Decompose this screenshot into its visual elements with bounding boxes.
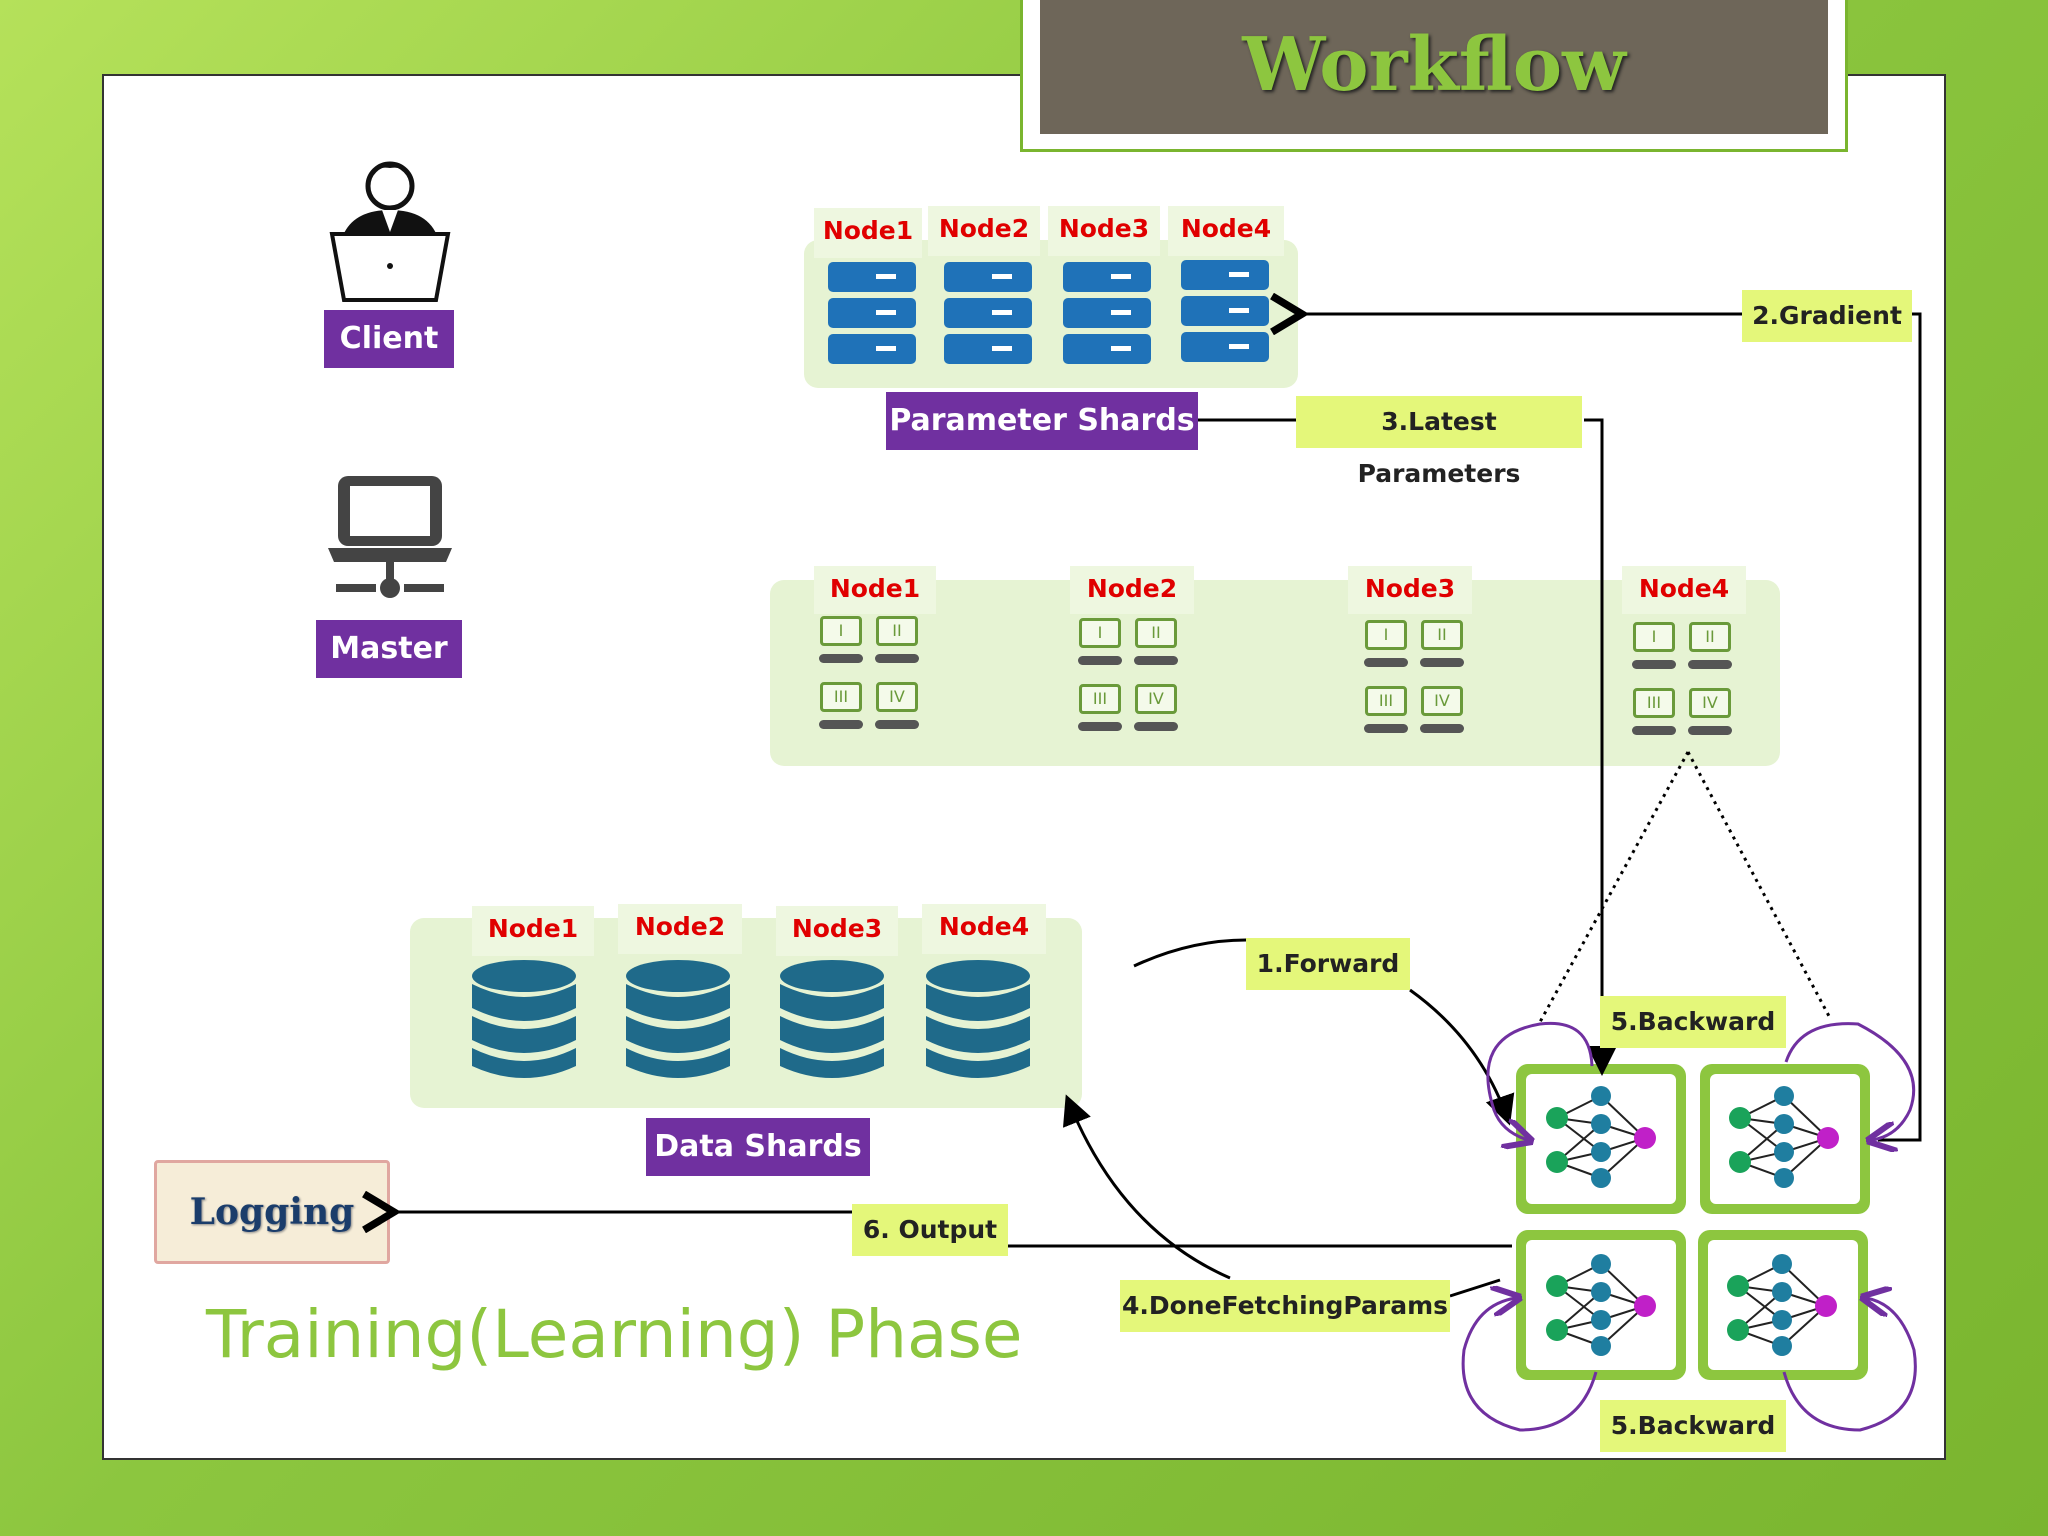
- partition-box: I: [1365, 620, 1407, 650]
- dotted-link: [1538, 751, 1690, 1023]
- replica-node-tab: Node3: [1348, 566, 1472, 614]
- model-replicas-panel: [770, 580, 1780, 766]
- partition-bar: [1688, 726, 1732, 735]
- partition-box: IV: [876, 682, 918, 712]
- partition-box: I: [820, 616, 862, 646]
- partition-box: II: [1421, 620, 1463, 650]
- replica-node-tab: Node2: [1070, 566, 1194, 614]
- partition-bar: [1688, 660, 1732, 669]
- step-output: 6. Output: [852, 1204, 1008, 1256]
- phase-title: Training(Learning) Phase: [206, 1296, 1023, 1373]
- backward-loop: [1486, 1021, 1594, 1140]
- step-backward-bottom: 5.Backward: [1600, 1400, 1786, 1452]
- client-laptop-user-icon: [329, 161, 451, 302]
- server-icon: [1063, 262, 1151, 292]
- partition-bar: [1420, 658, 1464, 667]
- backward-loop: [1461, 1298, 1598, 1432]
- neural-network-icon: [1545, 1253, 1657, 1357]
- dotted-link: [1686, 751, 1832, 1019]
- latest-params-arrow: [1584, 418, 1617, 1076]
- data-node-tab: Node2: [618, 904, 742, 954]
- partition-bar: [1078, 722, 1122, 731]
- server-icon: [828, 262, 916, 292]
- partition-box: I: [1633, 622, 1675, 652]
- partition-box: II: [1135, 618, 1177, 648]
- partition-bar: [875, 720, 919, 729]
- backward-loop: [1782, 1298, 1917, 1432]
- partition-box: I: [1079, 618, 1121, 648]
- partition-bar: [1632, 660, 1676, 669]
- neural-network-icon: [1726, 1253, 1838, 1357]
- partition-box: II: [876, 616, 918, 646]
- server-icon: [944, 298, 1032, 328]
- server-icon: [944, 262, 1032, 292]
- server-icon: [1063, 298, 1151, 328]
- param-node-tab: Node1: [814, 208, 922, 258]
- partition-bar: [1134, 656, 1178, 665]
- server-icon: [1063, 334, 1151, 364]
- replica-node-tab: Node4: [1622, 566, 1746, 614]
- partition-box: III: [820, 682, 862, 712]
- title-panel: [1040, 0, 1828, 134]
- partition-box: III: [1365, 686, 1407, 716]
- step-gradient: 2.Gradient: [1742, 290, 1912, 342]
- neural-network-icon: [1728, 1085, 1840, 1189]
- step-forward: 1.Forward: [1246, 938, 1410, 990]
- replica-node-tab: Node1: [814, 566, 936, 614]
- partition-box: III: [1633, 688, 1675, 718]
- partition-bar: [1078, 656, 1122, 665]
- partition-bar: [1364, 658, 1408, 667]
- backward-loop: [1784, 1022, 1916, 1140]
- data-shards-label: Data Shards: [646, 1118, 870, 1176]
- neural-network-icon: [1545, 1085, 1657, 1189]
- data-node-tab: Node3: [776, 906, 898, 956]
- partition-bar: [819, 654, 863, 663]
- forward-arrow: [1409, 988, 1515, 1126]
- master-computer-icon: [328, 476, 452, 598]
- server-icon: [1181, 296, 1269, 326]
- partition-bar: [819, 720, 863, 729]
- forward-line: [1133, 938, 1247, 968]
- server-icon: [944, 334, 1032, 364]
- param-node-tab: Node4: [1168, 206, 1284, 256]
- param-node-tab: Node2: [928, 206, 1040, 256]
- param-node-tab: Node3: [1048, 206, 1160, 256]
- data-node-tab: Node1: [472, 906, 594, 956]
- partition-box: III: [1079, 684, 1121, 714]
- parameter-shards-label: Parameter Shards: [886, 392, 1198, 450]
- client-label: Client: [324, 310, 454, 368]
- page-title: Workflow: [1242, 22, 1626, 108]
- gradient-line: [1878, 312, 1922, 1142]
- data-node-tab: Node4: [922, 904, 1046, 954]
- master-label: Master: [316, 620, 462, 678]
- partition-box: IV: [1135, 684, 1177, 714]
- partition-box: II: [1689, 622, 1731, 652]
- step-done-fetching-params: 4.DoneFetchingParams: [1120, 1280, 1450, 1332]
- partition-box: IV: [1689, 688, 1731, 718]
- server-icon: [828, 298, 916, 328]
- logging-box: Logging: [154, 1160, 390, 1264]
- partition-box: IV: [1421, 686, 1463, 716]
- step-backward-top: 5.Backward: [1600, 996, 1786, 1048]
- server-icon: [1181, 332, 1269, 362]
- partition-bar: [1134, 722, 1178, 731]
- done-fetching-arrow: [1062, 1094, 1231, 1280]
- server-icon: [1181, 260, 1269, 290]
- step-latest-parameters: 3.Latest Parameters: [1296, 396, 1582, 488]
- partition-bar: [1420, 724, 1464, 733]
- partition-bar: [1632, 726, 1676, 735]
- partition-bar: [1364, 724, 1408, 733]
- server-icon: [828, 334, 916, 364]
- done-fetching-line: [1449, 1278, 1501, 1298]
- partition-bar: [875, 654, 919, 663]
